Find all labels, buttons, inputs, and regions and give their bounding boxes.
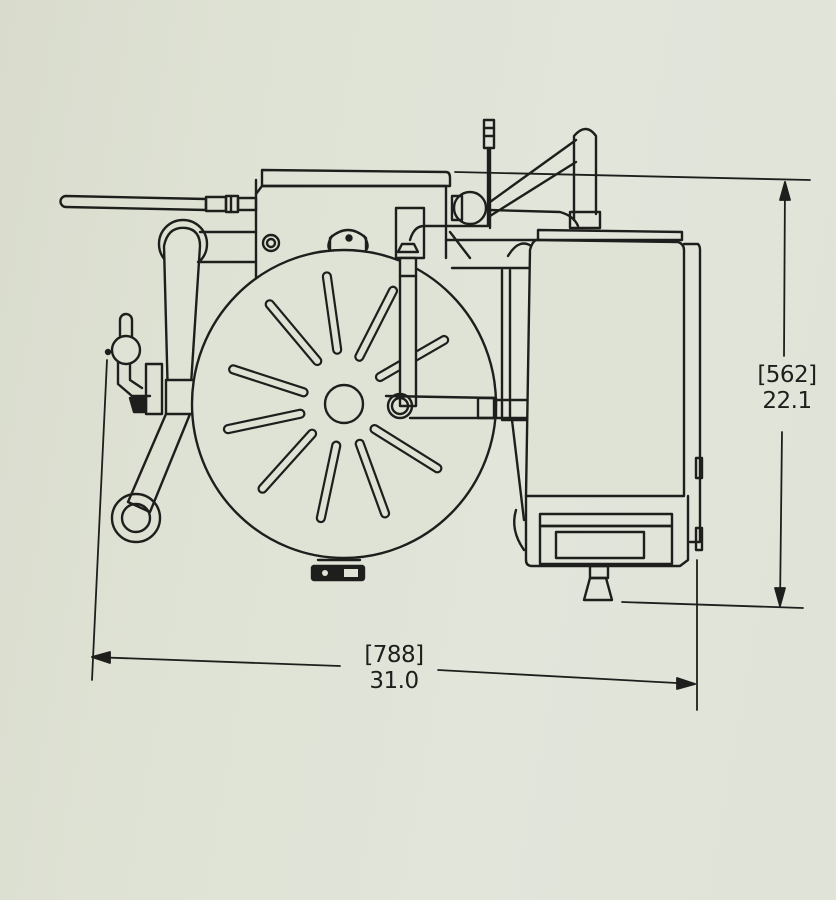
cabinet-drawer xyxy=(538,512,674,566)
left-valve-handle xyxy=(104,312,164,416)
left-rod xyxy=(59,194,258,214)
radial-slots xyxy=(222,271,450,524)
height-imperial: 22.1 xyxy=(762,388,812,414)
right-cabinet xyxy=(524,228,704,568)
height-dimension-label: [562] 22.1 xyxy=(742,362,832,414)
width-imperial: 31.0 xyxy=(369,668,419,694)
width-dimension xyxy=(91,359,698,711)
top-housing xyxy=(254,168,452,282)
left-side-arm xyxy=(110,218,258,544)
width-metric: [788] xyxy=(364,642,424,668)
vertical-pipe xyxy=(384,242,534,420)
foot-pad xyxy=(582,564,614,602)
bottom-latch xyxy=(310,558,366,582)
width-dimension-label: [788] 31.0 xyxy=(344,642,444,694)
drum-with-radial-slots xyxy=(190,248,498,560)
right-frame-bracket xyxy=(444,127,602,552)
height-dimension xyxy=(454,171,811,609)
height-metric: [562] xyxy=(757,362,817,388)
